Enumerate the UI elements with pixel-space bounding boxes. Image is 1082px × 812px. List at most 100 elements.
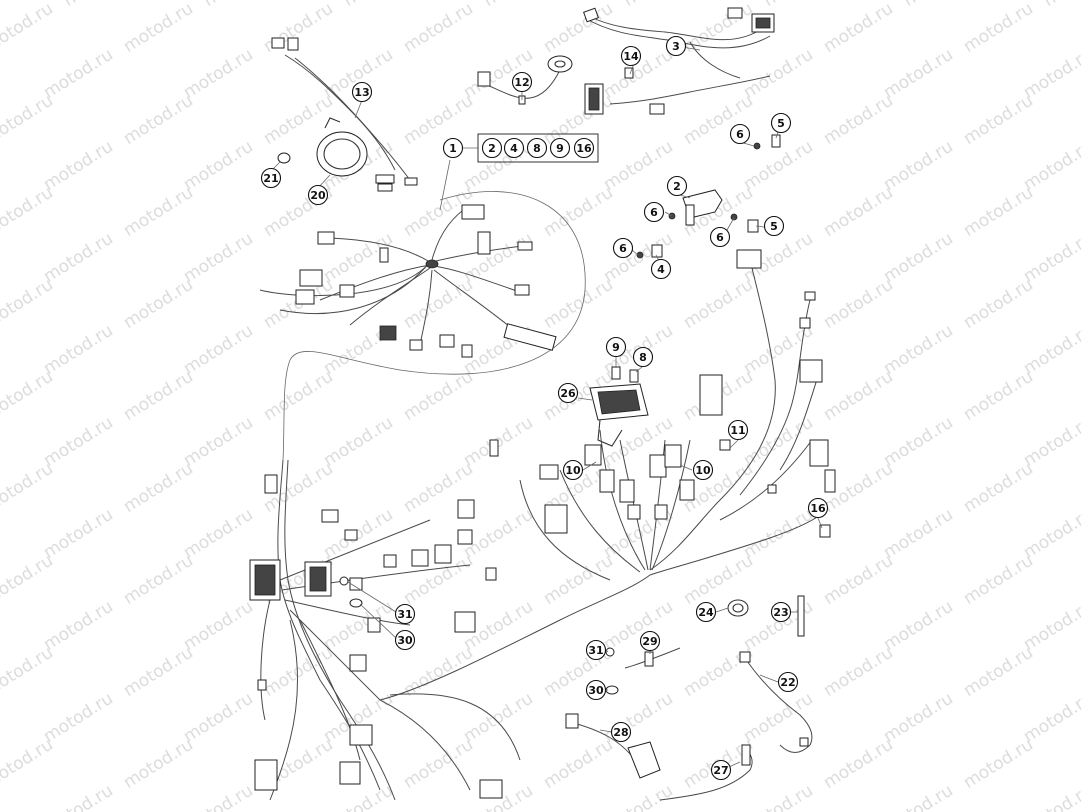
callout-circle [260,167,282,189]
callout-circle [727,419,749,441]
callout-circle [351,81,373,103]
callout-c1-2: 2 [481,137,503,159]
callout-c30a: 30 [394,629,416,651]
callout-circle [666,175,688,197]
callout-c6b: 6 [643,201,665,223]
callout-c31a: 31 [394,603,416,625]
callout-circle [557,382,579,404]
callout-circle [442,137,464,159]
sensor-ring [547,55,573,73]
callout-circle [610,721,632,743]
part-20-horn [316,117,368,177]
callout-label: 20 [310,189,326,202]
callout-c21: 21 [260,167,282,189]
callout-circle [770,601,792,623]
part-4-clip [651,244,663,258]
part-1-harness-detail [259,191,586,461]
callout-label: 31 [397,608,412,621]
callout-label: 8 [533,142,541,155]
callout-label: 6 [650,206,658,219]
callout-circle [807,497,829,519]
callout-label: 6 [736,128,744,141]
callout-c9: 9 [605,336,627,358]
callout-circle [763,215,785,237]
callout-c5a: 5 [770,112,792,134]
callout-label: 30 [397,634,413,647]
part-10-connectors [489,429,695,581]
callout-label: 28 [613,726,628,739]
callout-label: 22 [780,676,795,689]
callout-circle [605,336,627,358]
callout-circle [770,112,792,134]
part-14-fuse [624,67,634,79]
part-13-cable [271,37,418,192]
callout-circle [695,601,717,623]
callout-c27: 27 [710,759,732,781]
callout-label: 23 [773,606,788,619]
callout-c22: 22 [777,671,799,693]
callout-c14: 14 [620,45,642,67]
callout-circle [777,671,799,693]
part-2-bracket [682,189,723,226]
callout-c1: 1 [442,137,464,159]
callout-circle [709,226,731,248]
callout-c24: 24 [695,601,717,623]
callout-label: 26 [560,387,576,400]
callout-label: 5 [770,220,778,233]
callout-c4: 4 [650,258,672,280]
callout-circle [394,629,416,651]
callout-c10b: 10 [692,459,714,481]
callout-label: 5 [777,117,785,130]
callout-c3: 3 [665,35,687,57]
callout-circle [650,258,672,280]
callout-circle [562,459,584,481]
callout-label: 29 [642,635,657,648]
part-27-cable [659,744,753,801]
callout-label: 2 [488,142,496,155]
callout-c1-9: 9 [549,137,571,159]
callout-circle [639,630,661,652]
callout-label: 16 [810,502,826,515]
part-21-nut [277,152,291,164]
callout-label: 8 [639,351,647,364]
callout-circle [643,201,665,223]
callout-label: 4 [657,263,665,276]
callout-circle [573,137,595,159]
callout-circle [729,123,751,145]
callout-label: 16 [576,142,592,155]
callout-c11: 11 [727,419,749,441]
callout-c6a: 6 [729,123,751,145]
callout-c29: 29 [639,630,661,652]
callout-c30b: 30 [585,679,607,701]
callout-circle [585,639,607,661]
callout-label: 30 [588,684,604,697]
callout-label: 10 [565,464,581,477]
part-9-8-clips [611,366,639,383]
callout-circle [665,35,687,57]
part-29-cable [624,647,681,669]
callout-label: 9 [612,341,620,354]
callout-group-box [477,133,599,163]
callout-c28: 28 [610,721,632,743]
callout-circle [710,759,732,781]
callout-c26: 26 [557,382,579,404]
callout-circle [692,459,714,481]
callout-label: 1 [449,142,457,155]
callout-circle [549,137,571,159]
callout-circle [481,137,503,159]
callout-label: 21 [263,172,278,185]
part-24-clamp [727,599,749,617]
callout-label: 2 [673,180,681,193]
callout-label: 14 [623,50,639,63]
part-31-30-fasteners [339,576,619,695]
callout-label: 3 [672,40,680,53]
callout-c8: 8 [632,346,654,368]
callout-label: 6 [716,231,724,244]
callout-label: 10 [695,464,711,477]
callout-label: 11 [730,424,745,437]
callout-label: 6 [619,242,627,255]
callout-c31b: 31 [585,639,607,661]
callout-c1-4: 4 [503,137,525,159]
